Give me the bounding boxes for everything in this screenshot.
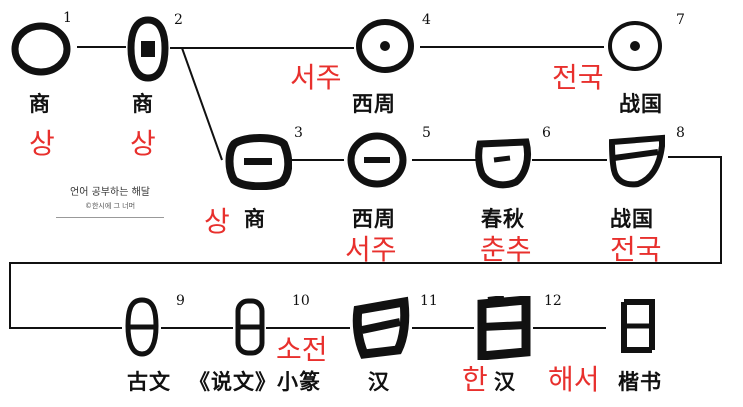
korean-label: 상 [130,127,156,160]
node-number: 12 [544,293,562,309]
korean-label: 전국 [552,61,604,94]
korean-label: 춘추 [480,233,532,266]
node-number: 5 [422,125,431,141]
caption: 商 [29,91,51,116]
sun-glyph-kaishu [621,299,655,353]
korean-label: 서주 [290,61,342,94]
node-number: 3 [294,125,303,141]
caption: 西周 [352,206,396,231]
sun-glyph-3 [225,134,292,190]
node-number: 11 [420,293,438,309]
sun-glyph-1 [11,22,71,76]
node-number: 7 [676,12,685,28]
caption: 楷书 [618,369,662,394]
caption: 汉 [368,369,390,394]
node-number: 4 [422,12,431,28]
korean-label: 상 [204,205,230,238]
caption: 春秋 [481,206,525,231]
korean-label: 상 [29,127,55,160]
korean-label: 한 [462,363,488,396]
korean-label: 전국 [610,233,662,266]
sun-glyph-8 [608,134,665,188]
node-number: 8 [676,125,685,141]
node-number: 6 [542,125,551,141]
node-number: 1 [63,10,72,26]
sun-glyph-10 [235,298,265,356]
caption: 西周 [352,91,396,116]
sun-glyph-9 [125,297,159,357]
credit-rule [56,217,164,218]
korean-label: 소전 [276,333,328,366]
korean-label: 해서 [548,363,600,396]
caption: 战国 [610,206,654,231]
sun-glyph-11 [352,296,410,359]
caption: 《说文》小篆 [189,369,321,394]
credit-block: 언어 공부하는 해달 ©한시에 그 너머 [56,183,164,218]
sun-glyph-12 [477,296,531,360]
sun-glyph-5 [347,132,407,188]
caption: 商 [132,91,154,116]
credit-title: 언어 공부하는 해달 [70,187,150,198]
sun-glyph-4 [356,19,414,73]
sun-glyph-6 [475,138,532,189]
node-number: 10 [292,293,310,309]
caption: 商 [244,206,266,231]
korean-label: 서주 [345,233,397,266]
node-number: 2 [174,12,183,28]
sun-glyph-2 [127,16,169,82]
sun-glyph-7 [608,21,662,71]
node-number: 9 [176,293,185,309]
credit-subtitle: ©한시에 그 너머 [84,202,136,210]
caption: 汉 [494,369,516,394]
caption: 战国 [619,91,663,116]
caption: 古文 [127,369,171,394]
